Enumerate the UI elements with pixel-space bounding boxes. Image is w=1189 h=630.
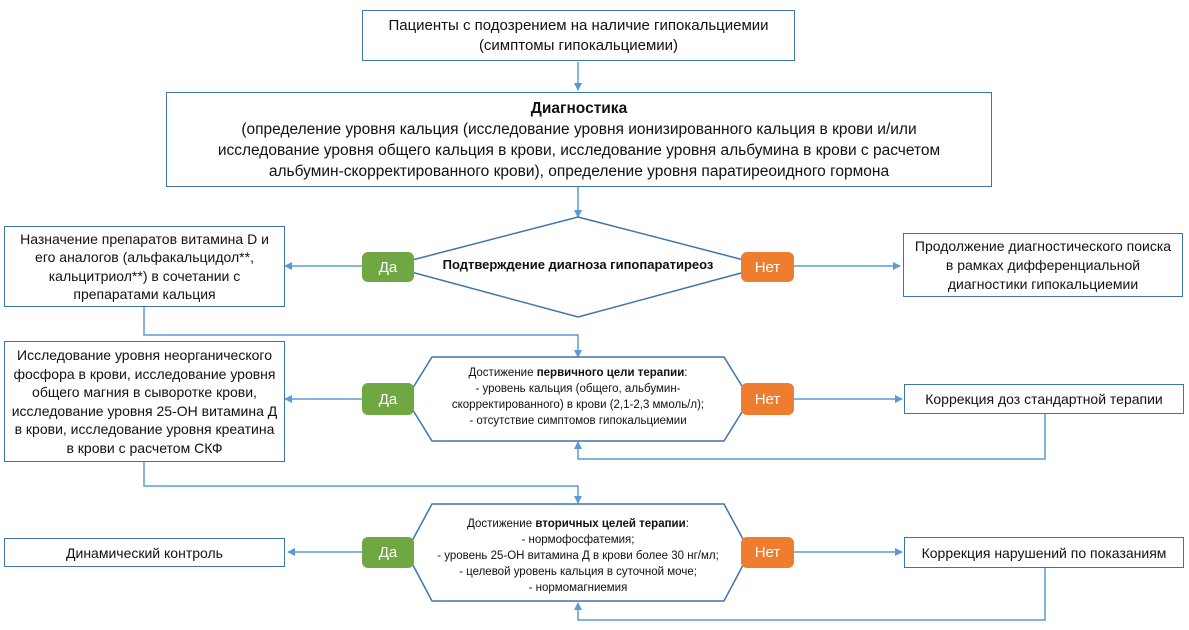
decision3-line2: - уровень 25-ОН витамина Д в крови более… <box>437 550 719 562</box>
lab-tests-line2: фосфора в крови, исследование уровня <box>13 365 276 382</box>
vitamin-d-line1: Назначение препаратов витамина D и <box>20 230 269 247</box>
decision3-line1: - нормофосфатемия; <box>521 534 635 546</box>
diagnostics-line2: исследование уровня общего кальция в кро… <box>217 141 941 159</box>
yes-badge-1: Да <box>362 252 414 282</box>
decision2-prefix: Достижение <box>468 367 537 379</box>
differential-line1: Продолжение диагностического поиска <box>914 237 1172 254</box>
diagnostics-line3: альбумин-скорректированного крови), опре… <box>268 162 890 180</box>
lab-tests-line5: в крови, исследование уровня креатина <box>14 421 275 437</box>
differential-diagnostics-box: Продолжение диагностического поиска в ра… <box>903 233 1183 297</box>
arrow-right2-loop <box>574 413 1046 460</box>
decision2-line2: скорректированного) в крови (2,1-2,3 ммо… <box>451 399 705 411</box>
no-badge-1: Нет <box>741 252 794 282</box>
lab-tests-line6: в крови с расчетом СКФ <box>66 439 223 456</box>
diagnostics-box: Диагностика (определение уровня кальция … <box>166 92 992 187</box>
lab-tests-line4: исследование уровня 25-ОН витамина Д <box>11 402 278 419</box>
decision1-text: Подтверждение диагноза гипопаратиреоз <box>442 257 714 272</box>
suspected-patients-box: Пациенты с подозрением на наличие гипока… <box>362 10 795 61</box>
arrow-left2-to-decision3 <box>143 462 582 504</box>
suspected-patients-line1: Пациенты с подозрением на наличие гипока… <box>388 16 769 34</box>
disorder-correction-box: Коррекция нарушений по показаниям <box>904 537 1184 568</box>
decision3-text: Достижение вторичных целей терапии: - но… <box>410 516 746 596</box>
dose-correction-text: Коррекция доз стандартной терапии <box>925 391 1163 407</box>
arrow-right3-loop <box>574 568 1046 621</box>
no-badge-3: Нет <box>741 537 794 568</box>
lab-tests-line3: общего магния в сыворотке крови, <box>32 384 257 400</box>
decision2-line3: - отсутствие симптомов гипокальциемии <box>469 415 687 427</box>
decision2-line1: - уровень кальция (общего, альбумин- <box>475 383 681 395</box>
lab-tests-box: Исследование уровня неорганического фосф… <box>4 341 285 462</box>
vitamin-d-therapy-box: Назначение препаратов витамина D и его а… <box>4 226 285 307</box>
decision3-suffix: : <box>685 518 689 530</box>
lab-tests-line1: Исследование уровня неорганического <box>17 347 272 363</box>
differential-line3: диагностики гипокальциемии <box>947 275 1139 292</box>
no-badge-2: Нет <box>741 383 794 415</box>
suspected-patients-line2: (симптомы гипокальциемии) <box>478 36 679 54</box>
decision3-prefix: Достижение <box>467 518 536 530</box>
decision3-line3: - целевой уровень кальция в суточной моч… <box>459 566 697 578</box>
disorder-correction-text: Коррекция нарушений по показаниям <box>921 544 1167 561</box>
diagnostics-line1: (определение уровня кальция (исследовани… <box>241 120 917 138</box>
decision3-bold: вторичных целей терапии <box>535 518 686 530</box>
yes-badge-2: Да <box>362 383 414 415</box>
dynamic-monitoring-box: Динамический контроль <box>4 538 285 567</box>
differential-line2: в рамках дифференциальной <box>945 256 1141 273</box>
vitamin-d-line3: кальцитриол**) в сочетании с <box>48 267 241 284</box>
decision2-bold: первичного цели терапии <box>536 367 685 379</box>
dose-correction-box: Коррекция доз стандартной терапии <box>904 384 1184 414</box>
yes-badge-3: Да <box>362 537 414 568</box>
decision3-line4: - нормомагниемия <box>528 582 628 594</box>
dynamic-monitoring-text: Динамический контроль <box>66 544 223 561</box>
diagnostics-title: Диагностика <box>530 99 628 117</box>
vitamin-d-line4: препаратами кальция <box>73 286 216 302</box>
decision2-suffix: : <box>684 367 688 379</box>
vitamin-d-line2: его аналогов (альфакальцидол**, <box>35 249 254 265</box>
decision1-diamond <box>386 216 770 318</box>
decision2-text: Достижение первичного цели терапии: - ур… <box>410 365 746 429</box>
arrow-left1-to-decision2 <box>143 307 582 358</box>
